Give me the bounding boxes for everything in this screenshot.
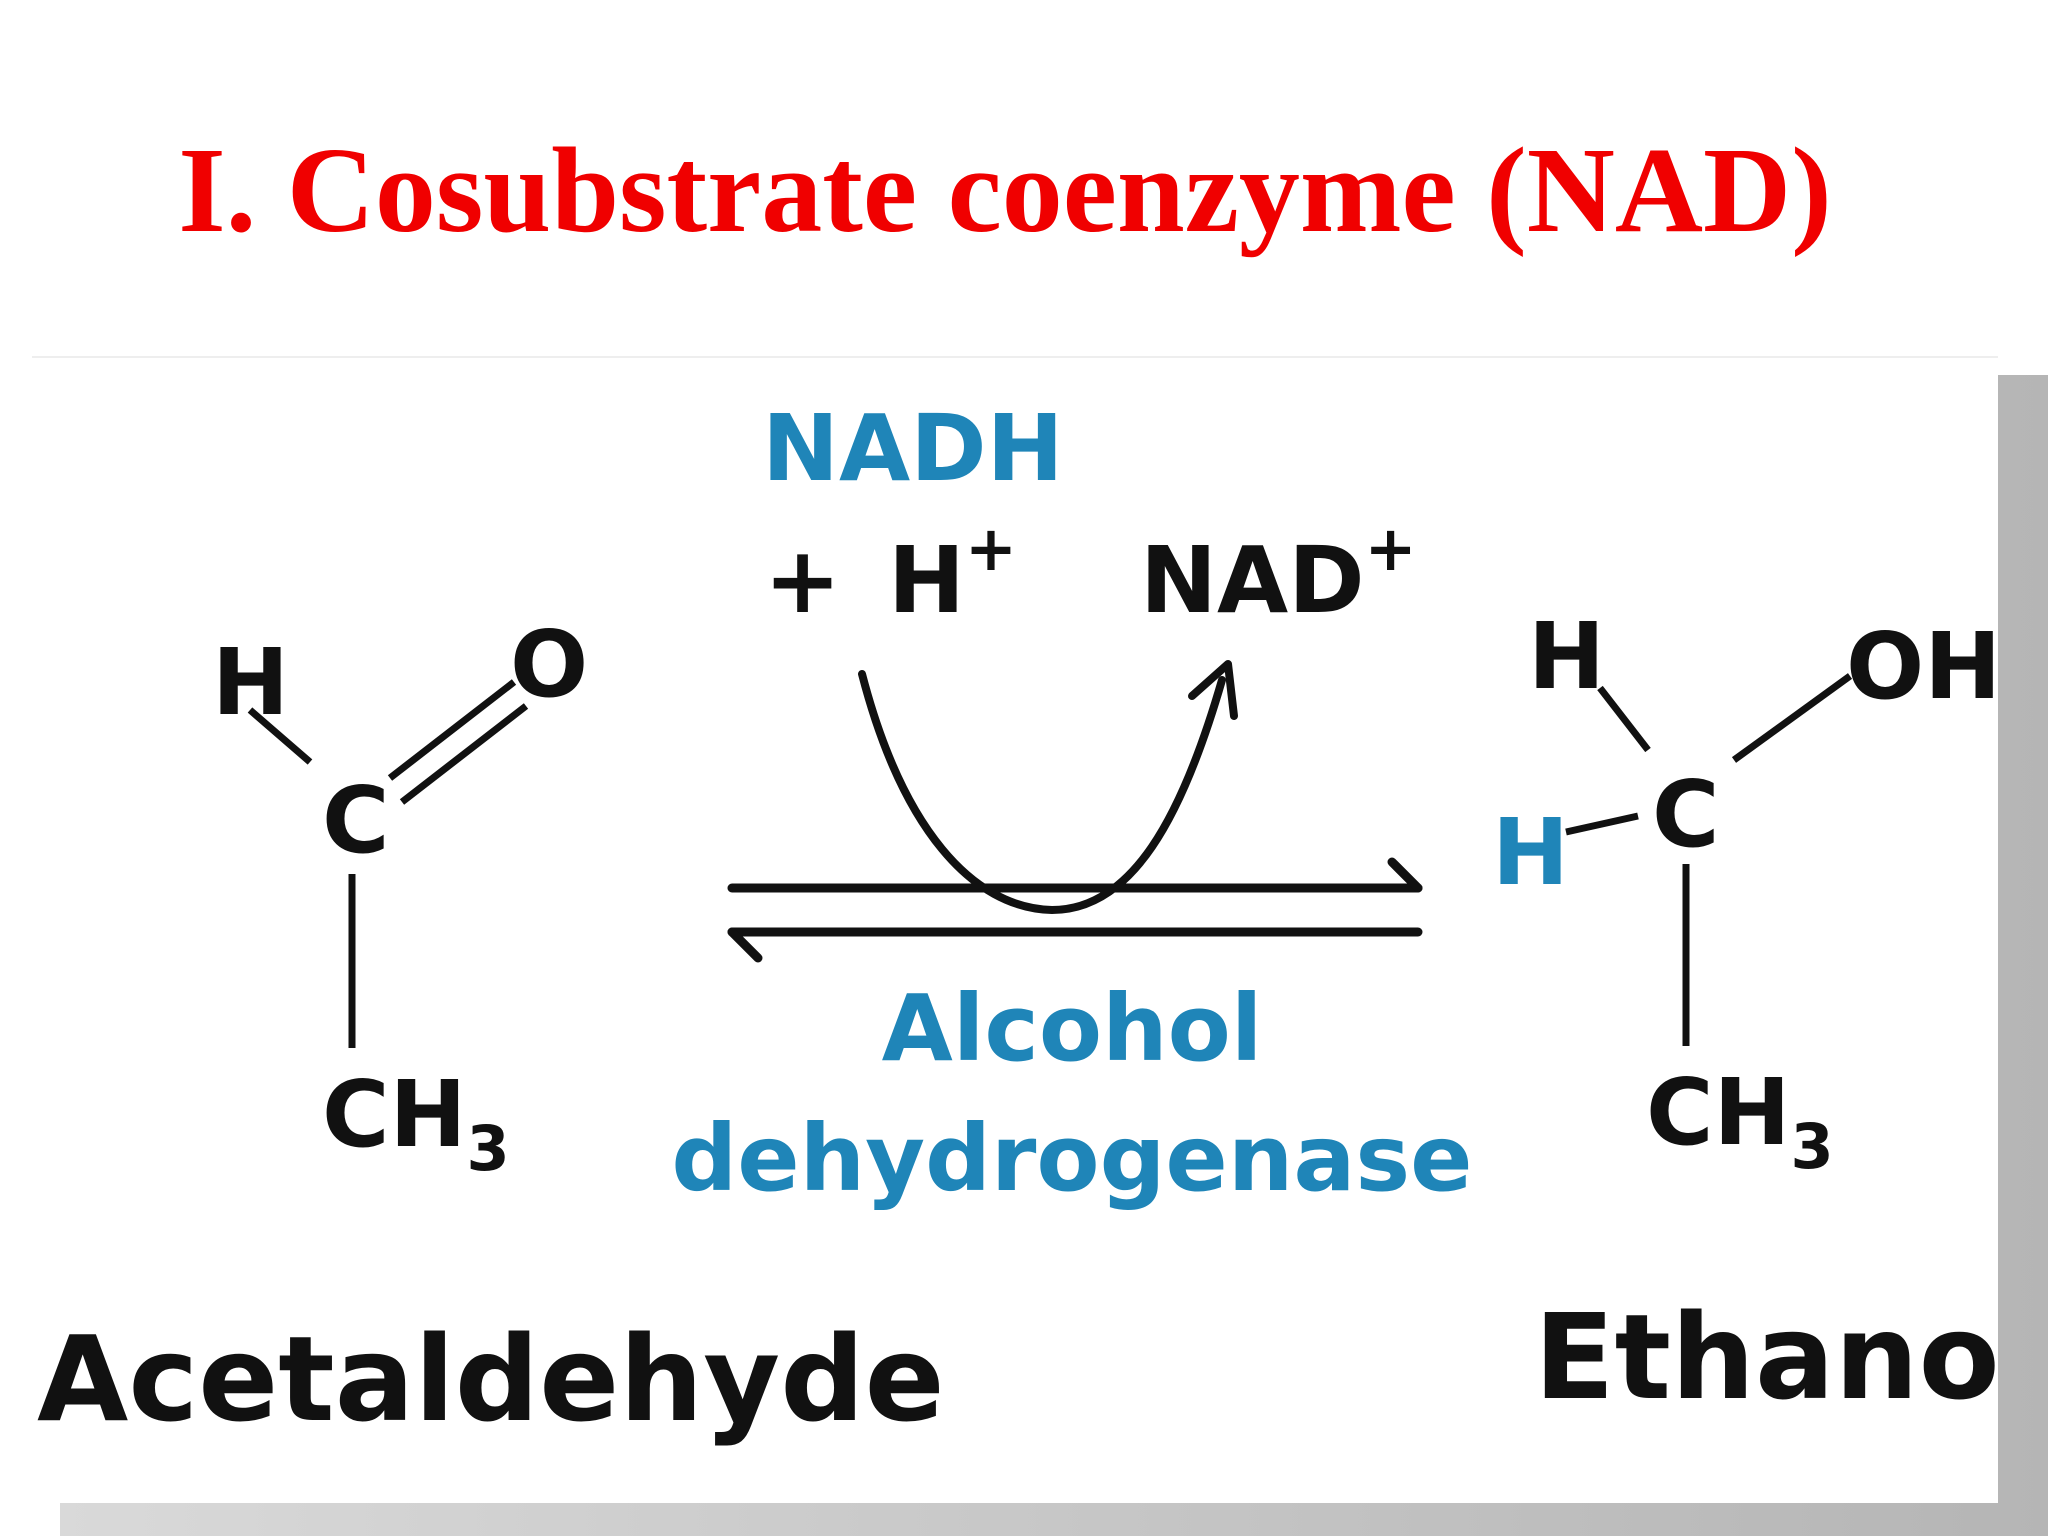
slide-title: I. Cosubstrate coenzyme (NAD) [178, 123, 1832, 258]
ethanol-h-top-atom: H [1528, 603, 1605, 710]
equilibrium-arrows [727, 857, 1423, 963]
ethanol-oh-group: OH [1846, 613, 1998, 720]
acetaldehyde-h-atom: H [212, 629, 289, 736]
bond-htop-c [1597, 685, 1651, 753]
acetaldehyde-subscript-3: 3 [467, 1112, 510, 1185]
cofactor-labels: NADH + H+ NAD+ [762, 395, 1417, 634]
bond-h-c [1565, 812, 1639, 836]
reaction-panel: H O C CH3 Acetaldehyde H OH H C CH3 Etha… [32, 356, 2040, 1503]
acetaldehyde-bonds [247, 679, 529, 1048]
enzyme-line-1: Alcohol [882, 975, 1263, 1082]
ethanol-bonds [1565, 673, 1853, 1046]
forward-arrow-barb [1387, 857, 1423, 893]
ethanol-ch-text: CH [1646, 1059, 1791, 1166]
curved-arrow-path [858, 670, 1226, 914]
nad-charge: + [1365, 512, 1417, 585]
acetaldehyde-ch3-group: CH3 [322, 1061, 510, 1185]
proton-charge: + [965, 512, 1017, 585]
reaction-diagram: H O C CH3 Acetaldehyde H OH H C CH3 Etha… [37, 395, 2040, 1448]
ethanol-structure: H OH H C CH3 Ethanol [1492, 603, 2040, 1426]
acetaldehyde-structure: H O C CH3 Acetaldehyde [37, 611, 945, 1448]
bond-c-oh [1731, 673, 1853, 763]
acetaldehyde-c-atom: C [322, 767, 390, 874]
acetaldehyde-o-atom: O [510, 611, 588, 718]
bond-c-o-double-1 [387, 679, 517, 781]
cofactor-curved-arrow [858, 660, 1238, 914]
nadh-label: NADH [762, 395, 1064, 502]
reactant-name: Acetaldehyde [37, 1310, 945, 1448]
nad-plus-label: NAD+ [1140, 512, 1417, 634]
bond-c-o-double-2 [399, 703, 529, 805]
proton-label: H+ [888, 512, 1017, 634]
ethanol-h-blue-atom: H [1492, 799, 1569, 906]
enzyme-line-2: dehydrogenase [671, 1105, 1472, 1212]
proton-h-text: H [888, 527, 965, 634]
acetaldehyde-ch-text: CH [322, 1061, 467, 1168]
reverse-arrow-barb [727, 927, 763, 963]
bond-h-c [247, 707, 313, 765]
plus-sign: + [764, 527, 841, 634]
nad-text: NAD [1140, 527, 1365, 634]
curved-arrow-head [1188, 660, 1238, 720]
ethanol-ch3-group: CH3 [1646, 1059, 1834, 1183]
ethanol-c-atom: C [1652, 761, 1720, 868]
enzyme-label: Alcohol dehydrogenase [671, 975, 1472, 1212]
ethanol-subscript-3: 3 [1791, 1110, 1834, 1183]
product-name: Ethanol [1534, 1288, 1998, 1426]
